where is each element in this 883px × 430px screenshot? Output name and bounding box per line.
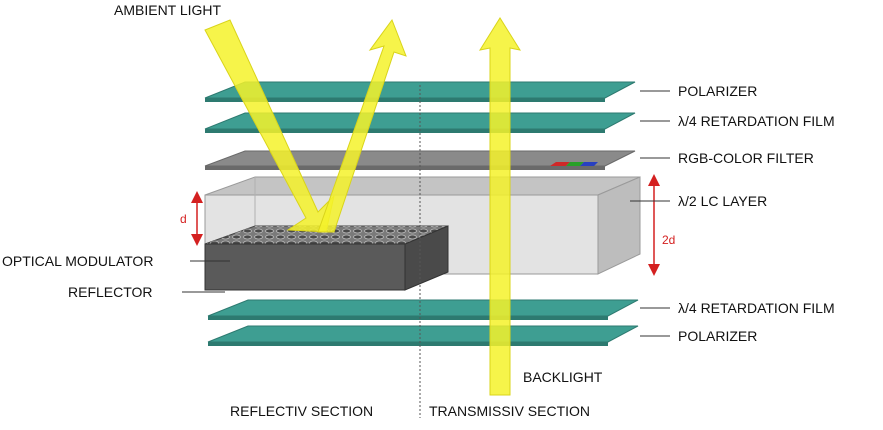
reflective-section-label: REFLECTIV SECTION (230, 403, 373, 419)
polarizer-bottom-layer (207, 325, 639, 343)
backlight-beam (478, 17, 522, 396)
retardation-film-bottom-layer (207, 299, 639, 317)
retardation-film-bottom-label: λ/4 RETARDATION FILM (678, 300, 835, 316)
backlight-label: BACKLIGHT (523, 369, 603, 385)
transmissive-section-label: TRANSMISSIV SECTION (429, 403, 590, 419)
polarizer-top-label: POLARIZER (678, 83, 757, 99)
rgb-swatch (550, 162, 598, 166)
ambient-light-reflected-beam (317, 18, 407, 233)
lc-layer-label: λ/2 LC LAYER (678, 193, 767, 209)
optical-modulator-block (204, 225, 449, 291)
rgb-color-filter-edge (205, 166, 605, 170)
retardation-film-bottom-edge (208, 316, 608, 320)
ambient-light-label: AMBIENT LIGHT (114, 2, 222, 18)
retardation-film-top-label: λ/4 RETARDATION FILM (678, 113, 835, 129)
reflector-label: REFLECTOR (68, 284, 153, 300)
dimension-d-label: d (180, 212, 187, 226)
optical-modulator-label: OPTICAL MODULATOR (2, 253, 153, 269)
dimension-2d-label: 2d (662, 233, 675, 247)
polarizer-bottom-edge (208, 342, 608, 346)
rgb-color-filter-label: RGB-COLOR FILTER (678, 150, 814, 166)
leader-lines (182, 90, 670, 337)
polarizer-bottom-label: POLARIZER (678, 328, 757, 344)
